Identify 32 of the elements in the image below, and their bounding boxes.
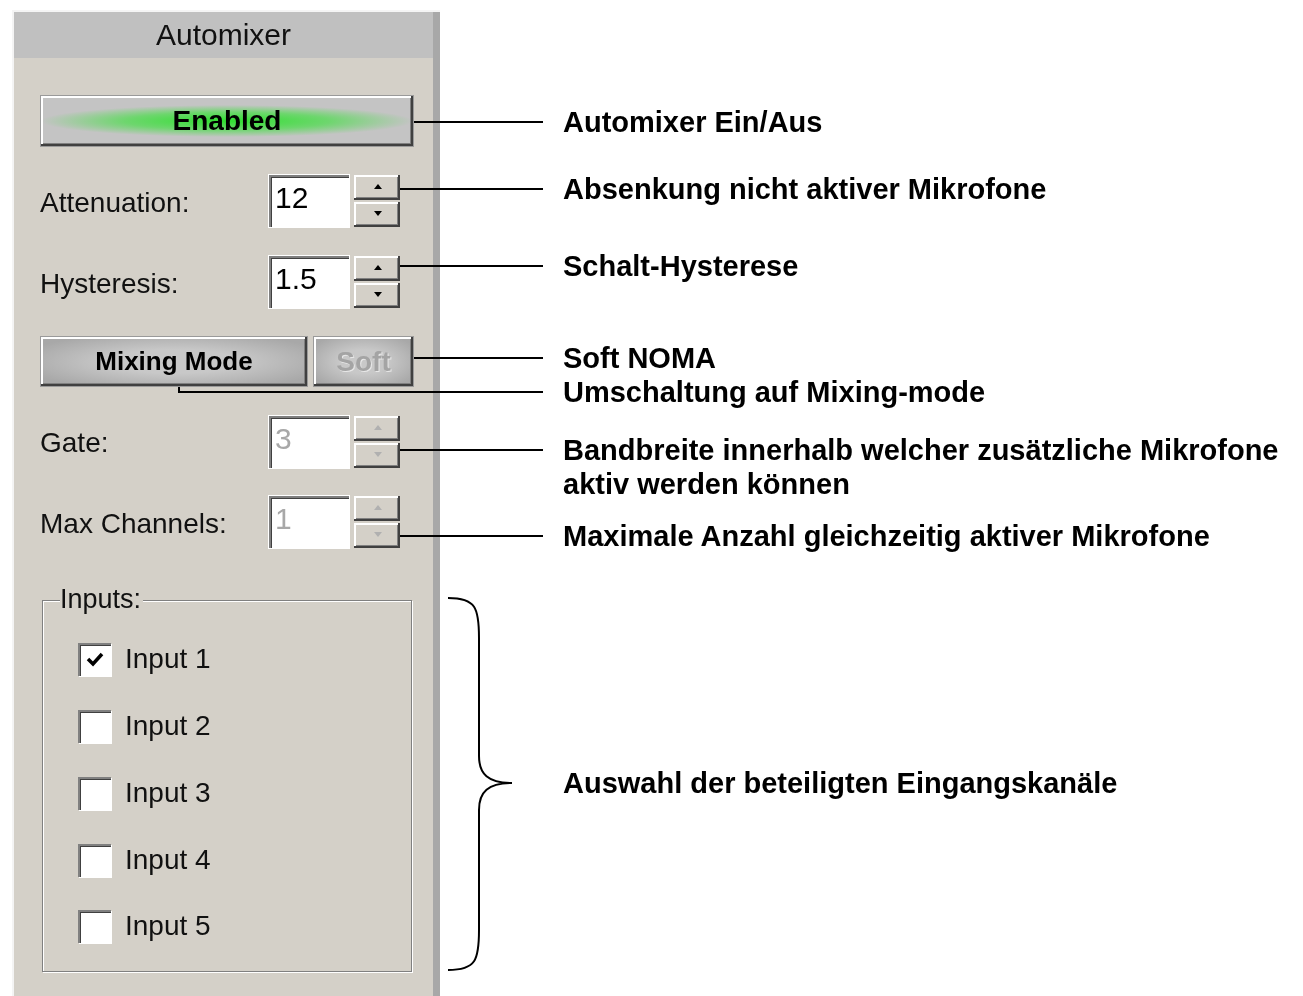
leader-line bbox=[178, 386, 544, 393]
button: Mixing Mode bbox=[40, 336, 308, 387]
field-label: Attenuation: bbox=[40, 187, 190, 219]
number-field: 12 bbox=[268, 174, 350, 228]
leader-line bbox=[399, 449, 544, 451]
annotation-text: Bandbreite innerhalb welcher zusätzliche Mikrofone aktiv werden können bbox=[543, 433, 1302, 501]
leader-line bbox=[399, 535, 544, 537]
number-field: 3 bbox=[268, 415, 350, 469]
annotation-text: Automixer Ein/Aus bbox=[543, 105, 823, 139]
toggle-button: Enabled bbox=[40, 95, 414, 147]
panel bbox=[12, 10, 440, 996]
field-label: Max Channels: bbox=[40, 508, 227, 540]
leader-line bbox=[413, 357, 544, 359]
checkbox-label: Input 2 bbox=[125, 710, 211, 742]
annotation-text: Absenkung nicht aktiver Mikrofone bbox=[543, 172, 1047, 206]
leader-line bbox=[399, 265, 544, 267]
checkbox-label: Input 3 bbox=[125, 777, 211, 809]
field-label: Hysteresis: bbox=[40, 268, 179, 300]
leader-line bbox=[399, 188, 544, 190]
field-label: Gate: bbox=[40, 427, 109, 459]
annotation-text: Schalt-Hysterese bbox=[543, 249, 799, 283]
annotation-text: Maximale Anzahl gleichzeitig aktiver Mikrofone bbox=[543, 519, 1210, 553]
annotation-text: Auswahl der beteiligten Eingangskanäle bbox=[543, 766, 1118, 800]
checkbox-label: Input 5 bbox=[125, 910, 211, 942]
annotation-text: Umschaltung auf Mixing-mode bbox=[543, 375, 986, 409]
leader-line bbox=[413, 121, 544, 123]
annotation-text: Soft NOMA bbox=[543, 341, 717, 375]
panel-title: Automixer bbox=[14, 12, 433, 58]
checkbox-label: Input 1 bbox=[125, 643, 211, 675]
checkbox-label: Input 4 bbox=[125, 844, 211, 876]
number-field: 1.5 bbox=[268, 255, 350, 309]
number-field: 1 bbox=[268, 495, 350, 549]
